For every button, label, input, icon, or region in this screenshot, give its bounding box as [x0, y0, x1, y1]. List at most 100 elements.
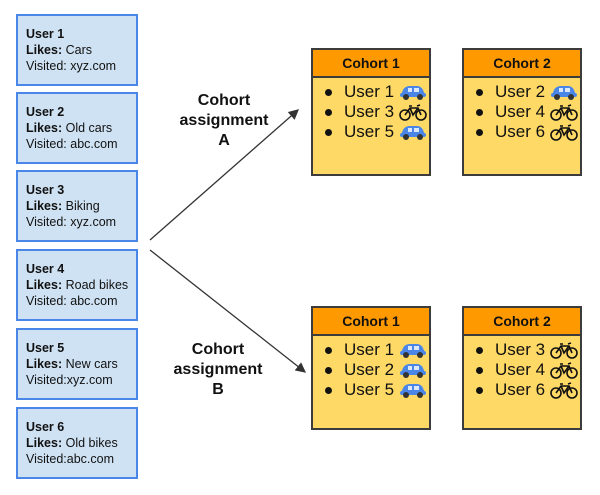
car-icon: [398, 361, 428, 379]
list-item: User 1: [325, 82, 429, 102]
likes-value: Old bikes: [65, 436, 118, 450]
cohort-a-1: Cohort 1 User 1 User 3 User 5: [311, 48, 431, 176]
visited-value: xyz.com: [70, 59, 117, 73]
visited-label: Visited:: [26, 294, 67, 308]
user-card-6: User 6 Likes: Old bikes Visited:abc.com: [16, 407, 138, 479]
list-item: User 4: [476, 360, 580, 380]
user-name: User 5: [26, 341, 65, 355]
list-item: User 5: [325, 380, 429, 400]
cohort-title: Cohort 1: [313, 50, 429, 78]
user-name: User 1: [26, 27, 65, 41]
user-name: User 6: [26, 420, 65, 434]
user-name: User 2: [26, 105, 65, 119]
list-item: User 2: [325, 360, 429, 380]
visited-label: Visited:: [26, 373, 67, 387]
visited-value: xyz.com: [66, 373, 113, 387]
bullet: [476, 128, 483, 136]
bike-icon: [549, 103, 579, 121]
cohort-title: Cohort 2: [464, 308, 580, 336]
cohort-members: User 3 User 4 User 6: [464, 336, 580, 400]
bike-icon: [549, 361, 579, 379]
bullet: [325, 88, 332, 96]
visited-value: abc.com: [70, 294, 118, 308]
bullet: [325, 108, 332, 116]
likes-label: Likes:: [26, 199, 63, 213]
car-icon: [398, 381, 428, 399]
bullet: [476, 88, 483, 96]
list-item: User 1: [325, 340, 429, 360]
bullet: [476, 346, 483, 354]
user-card-1: User 1 Likes: Cars Visited: xyz.com: [16, 14, 138, 86]
bike-icon: [549, 123, 579, 141]
likes-value: New cars: [65, 357, 118, 371]
member-label: User 4: [495, 360, 546, 379]
assignment-a-label: Cohort assignment A: [176, 91, 272, 151]
cohort-members: User 1 User 2 User 5: [313, 336, 429, 400]
cohort-members: User 1 User 3 User 5: [313, 78, 429, 142]
member-label: User 2: [344, 360, 395, 379]
bullet: [476, 108, 483, 116]
visited-value: abc.com: [66, 452, 115, 466]
member-label: User 1: [344, 340, 395, 359]
assignment-a-line1: Cohort: [197, 92, 251, 109]
member-label: User 5: [344, 380, 395, 399]
visited-label: Visited:: [26, 59, 67, 73]
likes-value: Old cars: [65, 121, 113, 135]
bike-icon: [549, 381, 579, 399]
likes-label: Likes:: [26, 436, 63, 450]
likes-label: Likes:: [26, 43, 63, 57]
member-label: User 2: [495, 82, 546, 101]
bullet: [325, 386, 332, 394]
cohort-b-1: Cohort 1 User 1 User 2 User 5: [311, 306, 431, 430]
user-name: User 4: [26, 262, 65, 276]
user-card-5: User 5 Likes: New cars Visited:xyz.com: [16, 328, 138, 400]
bike-icon: [398, 103, 428, 121]
bullet: [325, 366, 332, 374]
assignment-b-line3: B: [212, 381, 224, 398]
member-label: User 3: [495, 340, 546, 359]
car-icon: [398, 83, 428, 101]
member-label: User 1: [344, 82, 395, 101]
list-item: User 6: [476, 122, 580, 142]
bullet: [325, 128, 332, 136]
cohort-a-2: Cohort 2 User 2 User 4 User 6: [462, 48, 582, 176]
cohort-title: Cohort 2: [464, 50, 580, 78]
arrow-to-assignment-a: [149, 109, 299, 241]
car-icon: [549, 83, 579, 101]
assignment-a-line3: A: [218, 132, 230, 149]
visited-label: Visited:: [26, 137, 67, 151]
likes-label: Likes:: [26, 278, 63, 292]
list-item: User 5: [325, 122, 429, 142]
member-label: User 6: [495, 380, 546, 399]
likes-value: Cars: [65, 43, 93, 57]
visited-label: Visited:: [26, 215, 67, 229]
likes-label: Likes:: [26, 357, 63, 371]
list-item: User 3: [476, 340, 580, 360]
list-item: User 3: [325, 102, 429, 122]
assignment-a-line2: assignment: [179, 112, 269, 129]
car-icon: [398, 341, 428, 359]
list-item: User 2: [476, 82, 580, 102]
member-label: User 3: [344, 102, 395, 121]
visited-value: abc.com: [70, 137, 118, 151]
cohort-members: User 2 User 4 User 6: [464, 78, 580, 142]
arrow-to-assignment-b: [149, 249, 307, 373]
likes-label: Likes:: [26, 121, 63, 135]
list-item: User 6: [476, 380, 580, 400]
cohort-title: Cohort 1: [313, 308, 429, 336]
bullet: [476, 386, 483, 394]
user-card-2: User 2 Likes: Old cars Visited: abc.com: [16, 92, 138, 164]
user-card-4: User 4 Likes: Road bikes Visited: abc.co…: [16, 249, 138, 321]
assignment-b-line1: Cohort: [191, 341, 245, 358]
member-label: User 5: [344, 122, 395, 141]
visited-value: xyz.com: [70, 215, 117, 229]
bullet: [476, 366, 483, 374]
member-label: User 4: [495, 102, 546, 121]
bike-icon: [549, 341, 579, 359]
member-label: User 6: [495, 122, 546, 141]
visited-label: Visited:: [26, 452, 67, 466]
user-name: User 3: [26, 183, 65, 197]
likes-value: Road bikes: [65, 278, 129, 292]
user-card-3: User 3 Likes: Biking Visited: xyz.com: [16, 170, 138, 242]
